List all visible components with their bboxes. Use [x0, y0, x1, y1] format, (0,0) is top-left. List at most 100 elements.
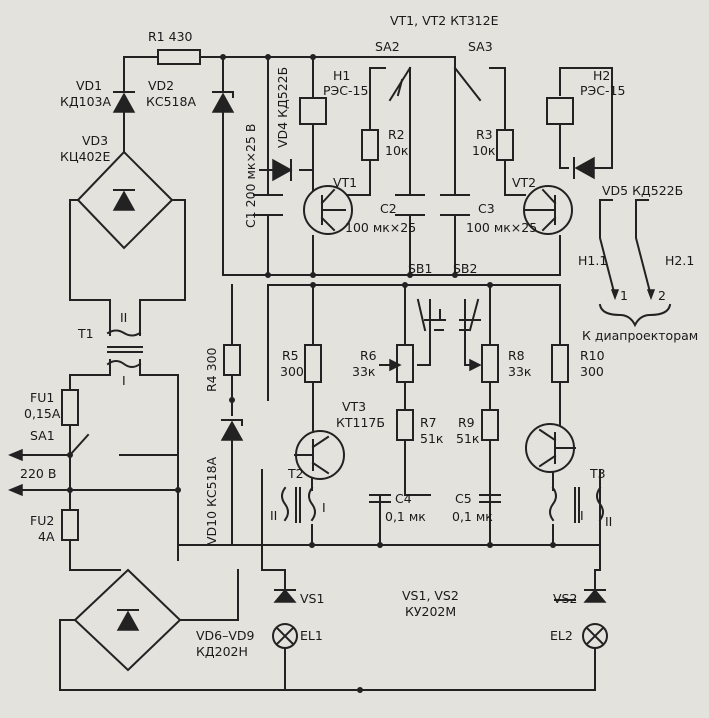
label-sa2: SA2	[375, 39, 400, 54]
c4-capacitor	[369, 494, 391, 503]
label-vd3b: КЦ402Е	[60, 149, 110, 164]
label-t1i: I	[122, 373, 126, 388]
label-r3a: R3	[476, 127, 493, 142]
vd4-diode	[259, 158, 293, 182]
label-fu2a: FU2	[30, 513, 54, 528]
label-r7b: 51к	[420, 431, 444, 446]
label-vd3a: VD3	[82, 133, 108, 148]
label-t3i: I	[580, 508, 584, 523]
fu2-fuse	[61, 509, 79, 541]
label-vd1a: VD1	[76, 78, 102, 93]
label-c5b: 0,1 мк	[452, 509, 493, 524]
schematic-wires	[19, 56, 652, 691]
label-vd5: VD5 КД522Б	[602, 183, 683, 198]
label-r3b: 10к	[472, 143, 496, 158]
el2-lamp	[582, 623, 608, 649]
c3-capacitor	[440, 194, 470, 216]
label-r1: R1 430	[148, 29, 193, 44]
label-el2: EL2	[550, 628, 573, 643]
label-r10b: 300	[580, 364, 604, 379]
c1-capacitor	[253, 194, 283, 216]
t1-transformer	[106, 329, 143, 368]
label-vt12: VT1, VT2 КТ312Е	[390, 13, 499, 28]
label-vs1: VS1	[300, 591, 324, 606]
vs2-thyristor	[583, 588, 607, 603]
sa3-switch	[453, 66, 506, 102]
label-c2a: C2	[380, 201, 397, 216]
label-r7a: R7	[420, 415, 437, 430]
label-vs12b: КУ202М	[405, 604, 456, 619]
r4-resistor	[223, 344, 241, 376]
label-c4a: C4	[395, 491, 412, 506]
c5-capacitor	[479, 494, 501, 503]
label-r4: R4 300	[204, 347, 219, 392]
label-vd2b: КС518А	[146, 94, 196, 109]
label-fu2b: 4А	[38, 529, 55, 544]
r5-resistor	[304, 344, 322, 383]
r2-resistor	[361, 129, 379, 161]
label-t3: T3	[589, 466, 606, 481]
vd3-bridge	[76, 150, 174, 250]
label-r10a: R10	[580, 348, 605, 363]
right-transistor	[525, 423, 576, 473]
label-vt3a: VT3	[342, 399, 366, 414]
label-h1a: Н1	[333, 68, 350, 83]
label-sa1: SA1	[30, 428, 55, 443]
label-c5a: C5	[455, 491, 472, 506]
sa2-switch	[369, 66, 412, 102]
label-vd69a: VD6–VD9	[196, 628, 255, 643]
label-r9b: 51к	[456, 431, 480, 446]
label-r6b: 33к	[352, 364, 376, 379]
label-vt2: VT2	[512, 175, 536, 190]
label-r5b: 300	[280, 364, 304, 379]
label-kdia: К диапроекторам	[582, 328, 698, 343]
r10-resistor	[551, 344, 569, 383]
t3-transformer	[549, 486, 604, 523]
fu1-fuse	[61, 389, 79, 426]
label-r8b: 33к	[508, 364, 532, 379]
vd5-diode	[573, 156, 595, 180]
sb2-button	[459, 298, 481, 332]
label-fu1a: FU1	[30, 390, 54, 405]
label-vs12a: VS1, VS2	[402, 588, 459, 603]
label-c2b: 100 мк×25	[345, 220, 416, 235]
el1-lamp	[272, 623, 298, 649]
label-h1b: РЭС-15	[323, 83, 368, 98]
vd1-diode	[112, 91, 136, 113]
label-t2i: I	[322, 500, 326, 515]
r8-potentiometer	[469, 344, 499, 383]
label-r5a: R5	[282, 348, 299, 363]
label-t2ii: II	[270, 508, 277, 523]
label-vt1: VT1	[333, 175, 357, 190]
sa1-switch	[8, 433, 179, 497]
label-h21: Н2.1	[665, 253, 694, 268]
label-vd69b: КД202Н	[196, 644, 248, 659]
label-r9a: R9	[458, 415, 475, 430]
sb1-button	[416, 298, 446, 332]
label-t1ii: II	[120, 310, 127, 325]
vd10-zener	[220, 419, 244, 441]
label-r6a: R6	[360, 348, 377, 363]
label-h2a: Н2	[593, 68, 610, 83]
label-vd10: VD10 КС518А	[204, 456, 219, 545]
component-labels: R1 430 VT1, VT2 КТ312Е SA2 SA3 VD1 КД103…	[20, 13, 698, 659]
vd6-vd9-bridge	[73, 568, 182, 672]
r1-resistor	[157, 49, 201, 65]
label-sb1: SB1	[408, 261, 432, 276]
label-vs2: VS2	[553, 591, 577, 606]
label-c1: C1 200 мк×25 В	[243, 124, 258, 228]
label-sb2: SB2	[453, 261, 477, 276]
r3-resistor	[496, 129, 514, 161]
r9-resistor	[481, 409, 499, 441]
label-t2: T2	[287, 466, 304, 481]
r6-potentiometer	[379, 344, 414, 383]
label-v220: 220 В	[20, 466, 56, 481]
label-t1: T1	[77, 326, 94, 341]
vd2-zener	[211, 91, 235, 113]
outputs-brace	[598, 303, 672, 328]
label-r2b: 10к	[385, 143, 409, 158]
label-h2b: РЭС-15	[580, 83, 625, 98]
label-vd4: VD4 КД522Б	[275, 67, 290, 148]
vt2-transistor	[523, 185, 573, 235]
